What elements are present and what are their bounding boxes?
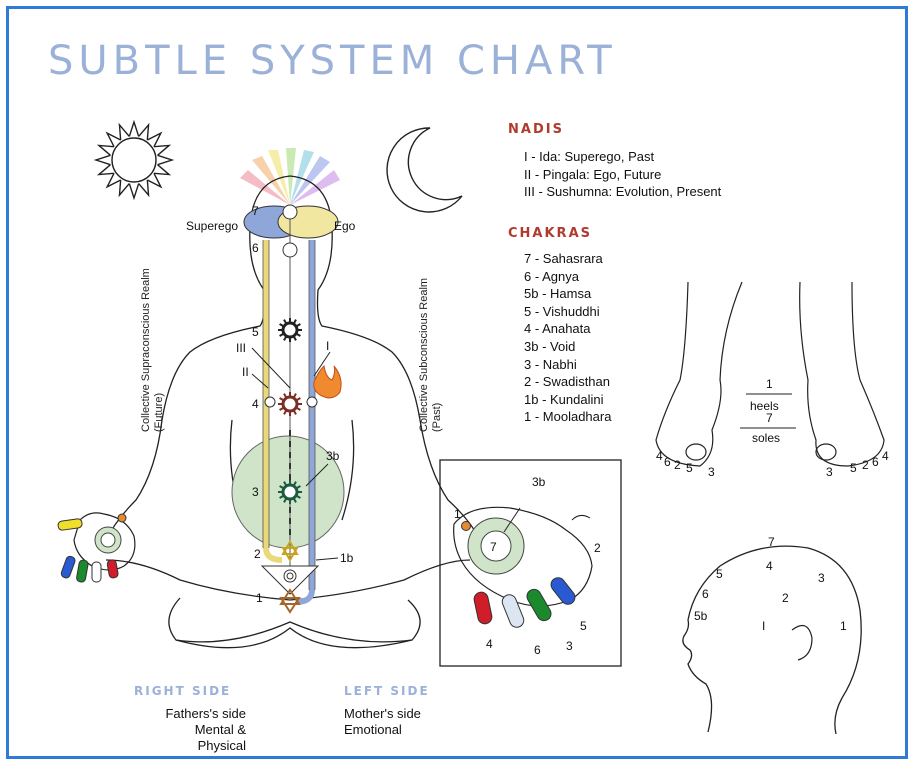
- nadi-iii-label: III: [236, 341, 246, 355]
- chakra1-label: 1: [256, 591, 263, 605]
- toe-label: 4: [882, 449, 889, 463]
- chakra1b-label: 1b: [340, 551, 354, 565]
- chakra4-label: 4: [252, 397, 259, 411]
- chakra6-label: 6: [252, 241, 259, 255]
- chakra3b-label: 3b: [326, 449, 340, 463]
- feet-1-label: 1: [766, 377, 773, 391]
- hand-1-label: 1: [454, 507, 461, 521]
- nadi-i-label: I: [326, 339, 329, 353]
- head-3-label: 3: [818, 571, 825, 585]
- head-1-label: 1: [840, 619, 847, 633]
- chakra7-label: 7: [252, 204, 259, 218]
- head-profile-icon: [683, 546, 861, 734]
- hand-7-label: 7: [490, 540, 497, 554]
- left-side-text: Mother's side Emotional: [344, 706, 421, 738]
- left-side-heading: LEFT SIDE: [344, 684, 430, 698]
- head-7-label: 7: [768, 535, 775, 549]
- hand-detail-box: [440, 460, 621, 666]
- hand-3-label: 3: [566, 639, 573, 653]
- head-5b-label: 5b: [694, 609, 708, 623]
- left-heart-node: [265, 397, 275, 407]
- right-side-text: Fathers's side Mental & Physical: [146, 706, 246, 754]
- sun-icon: [96, 122, 172, 198]
- feet-7-label: 7: [766, 411, 773, 425]
- toe-label: 6: [664, 455, 671, 469]
- toe-label: 2: [674, 458, 681, 472]
- hand-5-label: 5: [580, 619, 587, 633]
- head-2-label: 2: [782, 591, 789, 605]
- hand-6-label: 6: [534, 643, 541, 657]
- head-6-label: 6: [702, 587, 709, 601]
- chakra6-node: [283, 243, 297, 257]
- right-heart-node: [307, 397, 317, 407]
- hand-4-label: 4: [486, 637, 493, 651]
- head-5-label: 5: [716, 567, 723, 581]
- ida-channel: [296, 240, 312, 602]
- left-hand-icon: [58, 513, 135, 583]
- head-I-label: I: [762, 619, 765, 633]
- toe-label: 4: [656, 449, 663, 463]
- toe-label: 5: [686, 461, 693, 475]
- toe-label: 3: [708, 465, 715, 479]
- chakra7-node: [283, 205, 297, 219]
- ear-icon: [792, 626, 812, 661]
- ego-label: Ego: [334, 219, 356, 233]
- chakra5-label: 5: [252, 325, 259, 339]
- right-side-heading: RIGHT SIDE: [134, 684, 231, 698]
- chakra3-label: 3: [252, 485, 259, 499]
- head-4-label: 4: [766, 559, 773, 573]
- toe-label: 2: [862, 458, 869, 472]
- nadi-ii-label: II: [242, 365, 249, 379]
- chakra5-icon: [278, 318, 302, 342]
- feet-soles-label: soles: [752, 431, 780, 445]
- hand-2-label: 2: [594, 541, 601, 555]
- toe-label: 6: [872, 455, 879, 469]
- hand-detail-icon: [454, 507, 592, 629]
- chakra2-label: 2: [254, 547, 261, 561]
- superego-label: Superego: [186, 219, 238, 233]
- toe-label: 3: [826, 465, 833, 479]
- feet-heels-label: heels: [750, 399, 779, 413]
- moon-icon: [387, 128, 462, 212]
- hand-3b-label: 3b: [532, 475, 546, 489]
- chakra4-icon: [278, 392, 302, 416]
- toe-label: 5: [850, 461, 857, 475]
